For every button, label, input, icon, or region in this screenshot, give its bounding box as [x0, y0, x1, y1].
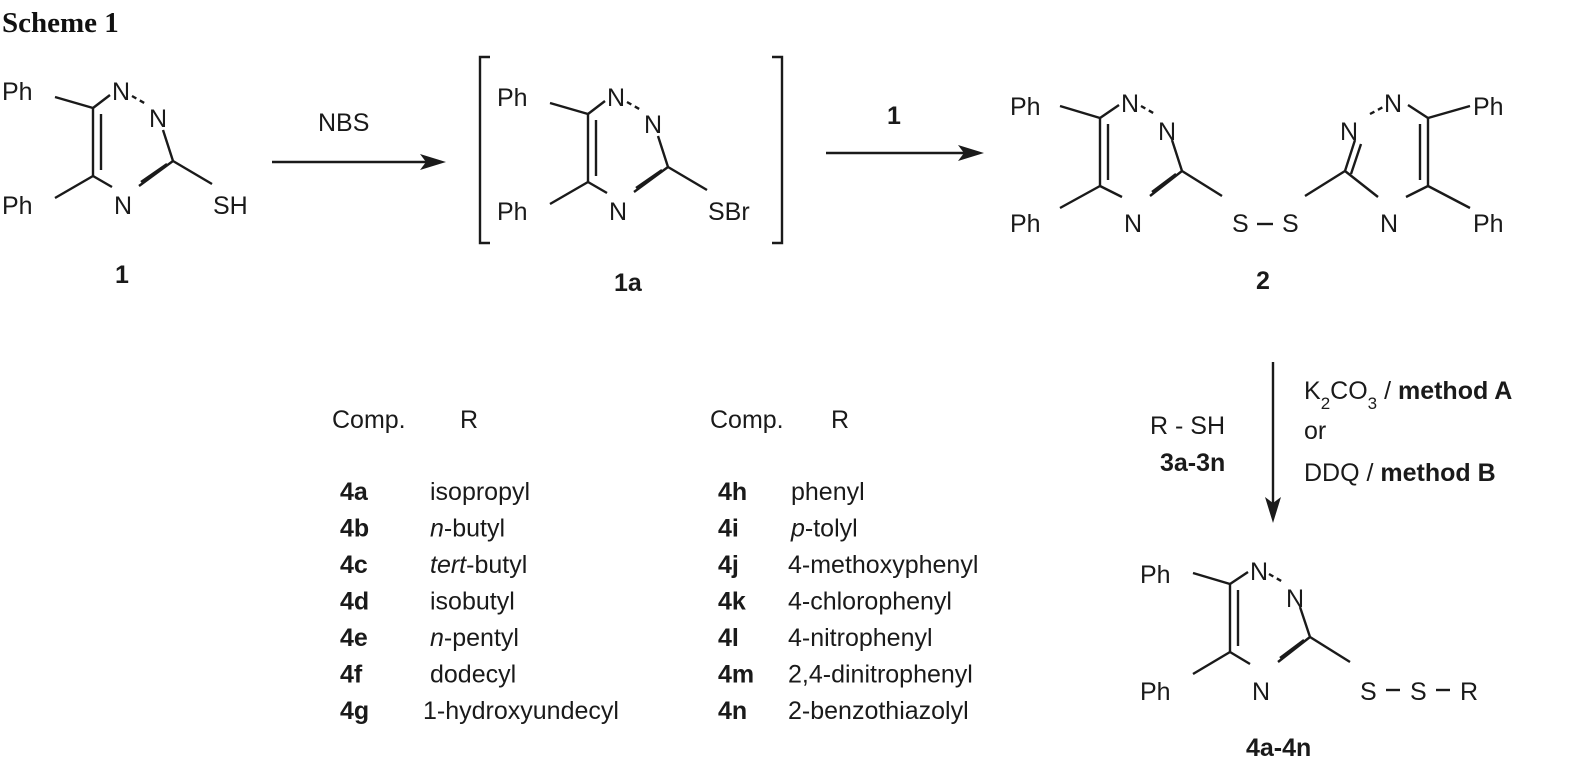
c1-n2: N [149, 105, 167, 133]
c4-n1: N [1250, 558, 1268, 586]
c4-ph-top: Ph [1140, 561, 1171, 589]
compound-1-label: 1 [115, 261, 129, 289]
c2-s-left: S [1232, 210, 1249, 238]
table-substituent-r: n-butyl [430, 515, 505, 543]
table-substituent-r: 4-methoxyphenyl [788, 551, 978, 579]
arrow-step3 [1265, 362, 1281, 523]
table-compound-id: 4n [718, 697, 747, 725]
c4-n2: N [1286, 585, 1304, 613]
table-substituent-r: 4-chlorophenyl [788, 588, 952, 616]
compound-2-label: 2 [1256, 267, 1270, 295]
c2-ph-tl: Ph [1010, 93, 1041, 121]
c2-s-right: S [1282, 210, 1299, 238]
c1-sh: SH [213, 192, 248, 220]
compound-4-label: 4a-4n [1246, 734, 1311, 762]
table-compound-id: 4c [340, 551, 368, 579]
substituent-table: Comp. R Comp. R 4a isopropyl 4b n-butyl 4c te… [332, 406, 978, 725]
table-header-comp-right: Comp. [710, 406, 784, 434]
table-substituent-r: n-pentyl [430, 624, 519, 652]
c1-n1: N [112, 78, 130, 106]
table-compound-id: 4h [718, 478, 747, 506]
table-header-r-left: R [460, 406, 478, 434]
table-compound-id: 4g [340, 697, 369, 725]
c4-n4: N [1252, 678, 1270, 706]
table-left-column: 4a isopropyl 4b n-butyl 4c tert-butyl 4d isobut… [340, 478, 619, 725]
arrow-nbs [272, 154, 446, 170]
c1a-n2: N [644, 111, 662, 139]
c4-ph-bottom: Ph [1140, 678, 1171, 706]
reagent-1: 1 [887, 102, 901, 130]
c1a-n1: N [607, 84, 625, 112]
arrow-step2 [826, 145, 984, 161]
table-substituent-r: p-tolyl [790, 515, 858, 543]
table-header-r-right: R [831, 406, 849, 434]
c2-n4-left: N [1124, 210, 1142, 238]
table-compound-id: 4d [340, 588, 369, 616]
table-substituent-r: phenyl [791, 478, 865, 506]
table-compound-id: 4b [340, 515, 369, 543]
c1a-n4: N [609, 198, 627, 226]
c4-r: R [1460, 678, 1478, 706]
c2-n2-left: N [1158, 118, 1176, 146]
table-header-comp-left: Comp. [332, 406, 406, 434]
c2-n1-right: N [1384, 90, 1402, 118]
reagent-3a-3n: 3a-3n [1160, 449, 1225, 477]
c2-n1-left: N [1121, 90, 1139, 118]
compound-1a-label: 1a [614, 269, 643, 297]
table-substituent-r: 4-nitrophenyl [788, 624, 933, 652]
table-substituent-r: isobutyl [430, 588, 515, 616]
table-substituent-r: 2,4-dinitrophenyl [788, 661, 973, 689]
compound-4-structure: Ph Ph N N N S S R [1140, 558, 1478, 706]
compound-1-structure: Ph Ph N N N SH [2, 78, 248, 220]
c2-ph-br: Ph [1473, 210, 1504, 238]
reagent-ddq-method-b: DDQ / method B [1304, 459, 1496, 487]
compound-1a-structure: Ph Ph N N N SBr [478, 55, 784, 245]
table-substituent-r: 2-benzothiazolyl [788, 697, 969, 725]
c1-ph-bottom: Ph [2, 192, 33, 220]
reagent-rsh: R - SH [1150, 412, 1225, 440]
reagent-k2co3-method-a: K2CO3 / method A [1304, 377, 1512, 413]
table-compound-id: 4i [718, 515, 739, 543]
c2-ph-bl: Ph [1010, 210, 1041, 238]
table-compound-id: 4a [340, 478, 369, 506]
c1a-ph-bottom: Ph [497, 198, 528, 226]
table-compound-id: 4e [340, 624, 368, 652]
reagent-or: or [1304, 417, 1326, 445]
table-substituent-r: isopropyl [430, 478, 530, 506]
table-substituent-r: dodecyl [430, 661, 516, 689]
c2-n4-right: N [1380, 210, 1398, 238]
c4-s1: S [1360, 678, 1377, 706]
c4-s2: S [1410, 678, 1427, 706]
reagent-nbs: NBS [318, 109, 369, 137]
compound-2-structure: Ph Ph N N N S S N N N Ph Ph [1010, 90, 1504, 238]
table-compound-id: 4m [718, 661, 754, 689]
c2-ph-tr: Ph [1473, 93, 1504, 121]
table-compound-id: 4k [718, 588, 746, 616]
scheme-heading: Scheme 1 [2, 7, 119, 39]
table-substituent-r: 1-hydroxyundecyl [423, 697, 619, 725]
table-compound-id: 4f [340, 661, 363, 689]
table-substituent-r: tert-butyl [430, 551, 527, 579]
c1a-sbr: SBr [708, 198, 750, 226]
c1-n4: N [114, 192, 132, 220]
table-compound-id: 4l [718, 624, 739, 652]
table-compound-id: 4j [718, 551, 739, 579]
c2-n2-right: N [1340, 118, 1358, 146]
c1-ph-top: Ph [2, 78, 33, 106]
c1a-ph-top: Ph [497, 84, 528, 112]
table-right-column: 4h phenyl 4i p-tolyl 4j 4-methoxyphenyl 4k 4-ch… [718, 478, 978, 725]
